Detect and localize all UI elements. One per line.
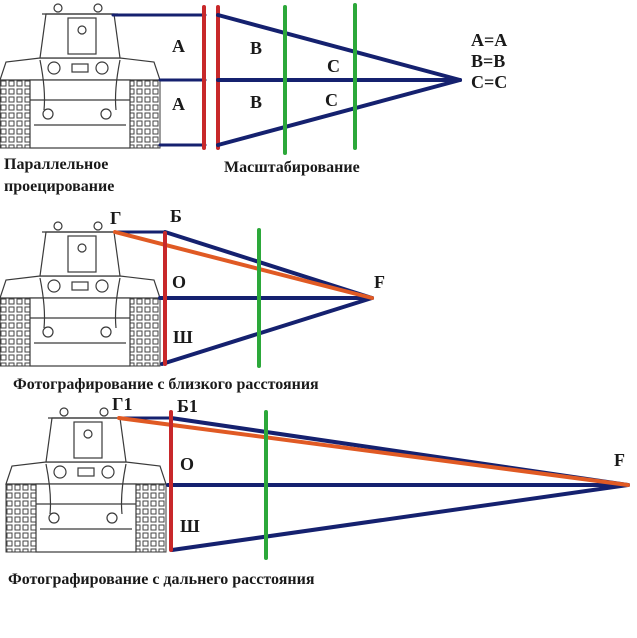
label-b-close: Б bbox=[170, 206, 182, 226]
ray-bottom-far bbox=[170, 483, 630, 552]
ray-gun-far bbox=[117, 416, 630, 487]
label-o-close: О bbox=[172, 272, 186, 292]
legend-b: B=B bbox=[471, 51, 505, 71]
label-sh-close: Ш bbox=[173, 327, 193, 347]
label-c-top: C bbox=[327, 56, 340, 76]
ray-gun-close bbox=[113, 230, 374, 300]
label-sh-far: Ш bbox=[180, 516, 200, 536]
tank-drawing-1 bbox=[0, 3, 161, 149]
label-b-far: Б1 bbox=[177, 396, 198, 416]
caption-scaling: Масштабирование bbox=[224, 159, 360, 176]
ray-bottom-close bbox=[160, 296, 374, 366]
label-g-far: Г1 bbox=[112, 394, 132, 414]
scaling-ray-top bbox=[216, 13, 462, 82]
caption-long-range: Фотографирование с дальнего расстояния bbox=[8, 571, 315, 588]
panel-parallel-projection: A A B B C C A=A B=B C=C Параллельное про… bbox=[0, 3, 507, 195]
label-o-far: О bbox=[180, 454, 194, 474]
label-c-bottom: C bbox=[325, 90, 338, 110]
scaling-ray-bottom bbox=[216, 78, 462, 147]
tank-drawing-3 bbox=[5, 407, 167, 553]
label-b-top: B bbox=[250, 38, 262, 58]
legend-a: A=A bbox=[471, 30, 507, 50]
ray-top-to-f-close bbox=[163, 230, 374, 300]
label-b-bottom: B bbox=[250, 92, 262, 112]
tank-drawing-2 bbox=[0, 221, 161, 367]
label-a-bottom: A bbox=[172, 94, 185, 114]
label-g-close: Г bbox=[110, 208, 121, 228]
caption-parallel-line2: проецирование bbox=[4, 178, 114, 195]
panel-close-range: Г Б О Ш F Фотографирование с близкого ра… bbox=[0, 206, 385, 393]
panel-long-range: Г1 Б1 О Ш F Фотографирование с дальнего … bbox=[5, 394, 630, 588]
legend-c: C=C bbox=[471, 72, 507, 92]
caption-parallel-line1: Параллельное bbox=[4, 156, 108, 173]
label-f-close: F bbox=[374, 272, 385, 292]
caption-close-range: Фотографирование с близкого расстояния bbox=[13, 376, 319, 393]
label-a-top: A bbox=[172, 36, 185, 56]
label-f-far: F bbox=[614, 450, 625, 470]
